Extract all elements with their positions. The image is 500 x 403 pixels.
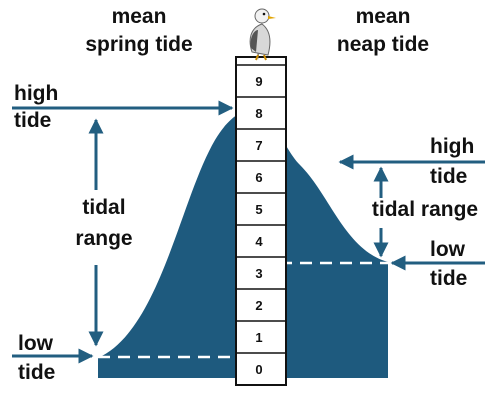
high-tide-left-1: high — [14, 82, 58, 105]
gauge-mark-3: 3 — [255, 266, 262, 281]
gauge-mark-4: 4 — [255, 234, 263, 249]
tidal-range-left-2: range — [75, 227, 132, 250]
low-tide-left-2: tide — [18, 361, 55, 384]
tide-gauge: 0 1 2 3 4 5 6 7 8 9 — [235, 56, 287, 386]
spring-title-line2: spring tide — [85, 33, 192, 56]
gauge-mark-2: 2 — [255, 298, 262, 313]
neap-title-line2: neap tide — [337, 33, 429, 56]
high-tide-left-2: tide — [14, 109, 51, 132]
spring-title-line1: mean — [112, 5, 167, 28]
high-tide-right-2: tide — [430, 165, 467, 188]
low-tide-right-2: tide — [430, 267, 467, 290]
high-tide-right-1: high — [430, 135, 474, 158]
low-tide-right-1: low — [430, 238, 466, 261]
low-tide-left-1: low — [18, 332, 54, 355]
gauge-mark-5: 5 — [255, 202, 262, 217]
neap-title-line1: mean — [356, 5, 411, 28]
gauge-mark-8: 8 — [255, 106, 262, 121]
gauge-mark-1: 1 — [255, 330, 262, 345]
gauge-mark-6: 6 — [255, 170, 262, 185]
tidal-range-left-1: tidal — [82, 196, 125, 219]
gauge-mark-0: 0 — [255, 362, 262, 377]
gauge-mark-9: 9 — [255, 74, 262, 89]
tidal-range-right: tidal range — [372, 198, 478, 221]
gauge-mark-7: 7 — [255, 138, 262, 153]
seagull-icon — [249, 8, 276, 61]
